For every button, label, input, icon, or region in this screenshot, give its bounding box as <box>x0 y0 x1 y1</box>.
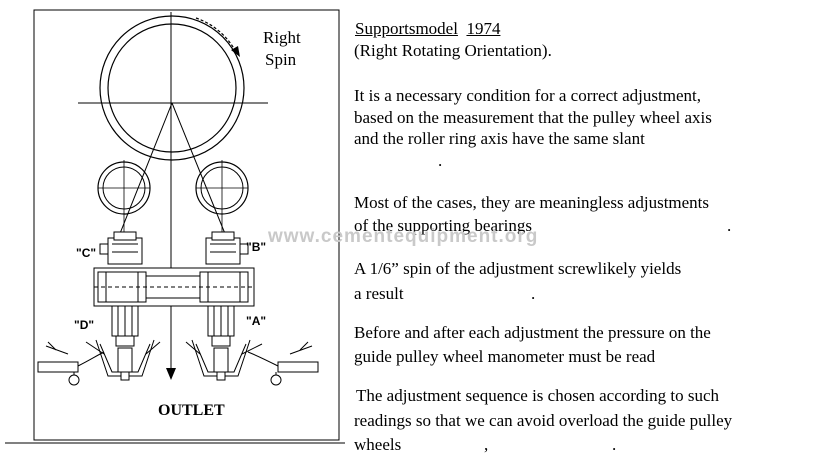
paragraph-line: readings so that we can avoid overload t… <box>354 411 733 430</box>
page-subtitle: (Right Rotating Orientation). <box>354 41 552 60</box>
paragraph-comma: , <box>484 435 489 454</box>
paragraph-line: Before and after each adjustment the pre… <box>354 323 711 342</box>
paragraph-dot: . <box>727 216 732 235</box>
title-prefix: Supportsmodel <box>355 19 458 38</box>
hydraulic-support-right <box>185 339 263 381</box>
paragraph-line: a result <box>354 284 404 303</box>
paragraph-line: guide pulley wheel manometer must be rea… <box>354 347 656 366</box>
paragraph-line: based on the measurement that the pulley… <box>354 108 712 127</box>
paragraph-line: Most of the cases, they are meaningless … <box>354 193 710 212</box>
diagram-frame <box>33 9 340 441</box>
spin-label-line2: Spin <box>265 50 297 69</box>
roller-shaft-frame <box>93 267 255 307</box>
paragraph-dot: . <box>612 435 617 454</box>
bearing-c <box>99 231 143 265</box>
title-model: 1974 <box>466 19 501 38</box>
page-title: Supportsmodel 1974 <box>355 18 500 40</box>
label-c: "C" <box>76 246 96 260</box>
paragraph-line: and the roller ring axis have the same s… <box>354 129 645 148</box>
outlet-label: OUTLET <box>158 402 225 419</box>
bearing-b <box>205 231 249 265</box>
paragraph-dot: . <box>438 151 443 170</box>
label-b: "B" <box>246 240 266 254</box>
spin-label-line1: Right <box>263 28 301 47</box>
bearing-a <box>207 305 235 347</box>
roller-ring-outer <box>99 15 245 161</box>
paragraph-line: wheels <box>354 435 402 454</box>
hydraulic-support-left <box>85 339 161 381</box>
manometer-left <box>37 341 105 386</box>
spin-arrowhead <box>231 46 240 57</box>
spin-arrow <box>195 17 237 53</box>
radial-line-right <box>171 102 231 247</box>
radial-line-left <box>114 102 173 247</box>
bearing-d <box>111 305 139 347</box>
paragraph-line: of the supporting bearings <box>354 216 532 235</box>
label-d: "D" <box>74 318 94 332</box>
paragraph-dot: . <box>531 284 536 303</box>
roller-ring-inner <box>107 23 237 153</box>
manometer-right <box>247 341 319 386</box>
paragraph-line: A 1/6” spin of the adjustment screwlikel… <box>354 259 682 278</box>
watermark: www.cementequipment.org <box>268 226 539 247</box>
outlet-arrowhead <box>166 368 176 380</box>
paragraph-line: The adjustment sequence is chosen accord… <box>356 386 720 405</box>
paragraph-line: It is a necessary condition for a correc… <box>354 86 701 105</box>
label-a: "A" <box>246 314 266 328</box>
support-roller-diagram: Right Spin "C" "B" "D" "A" OUTLET <box>5 9 345 444</box>
